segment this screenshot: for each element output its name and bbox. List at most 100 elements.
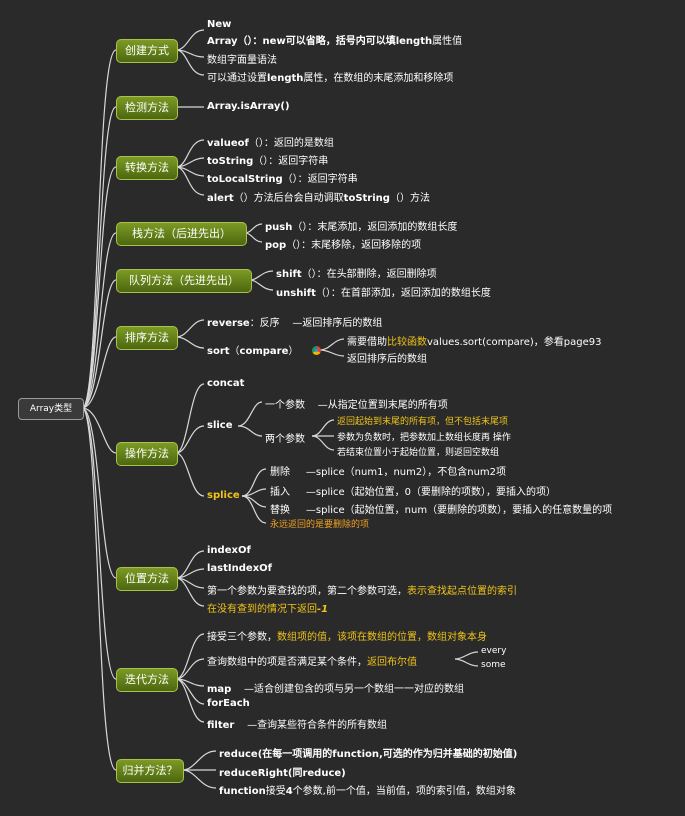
branch-sort[interactable]: 排序方法 (116, 326, 178, 350)
merge-rr-same: 同 (292, 768, 303, 779)
merge-reduce-name: reduce( (219, 749, 263, 760)
iterate-map-name: map (207, 684, 232, 695)
branch-create[interactable]: 创建方式 (116, 39, 178, 63)
convert-tostring-desc: （）：返回字符串 (253, 156, 329, 167)
iterate-map: map —适合创建包含的项与另一个数组一一对应的数组 (207, 680, 464, 695)
convert-alert-name: alert (207, 193, 234, 204)
position-indexof: indexOf (207, 545, 251, 556)
splice-insert-label: 插入 (270, 487, 290, 498)
merge-reduce-each: 在每一项调用的 (262, 749, 333, 760)
branch-merge[interactable]: 归并方法？ (116, 759, 184, 783)
convert-alert-suffix: （）方法 (389, 193, 430, 204)
stack-push-desc: （）：末尾添加，返回添加的数组长度 (292, 222, 458, 233)
convert-valueof-name: valueof (207, 138, 249, 149)
sort-sort-open: （ (229, 346, 240, 357)
convert-valueof: valueof（）：返回的是数组 (207, 134, 334, 149)
sort-reverse: reverse：反序 —返回排序后的数组 (207, 314, 382, 329)
merge-fn-accepts: 接受 (265, 786, 286, 797)
splice-replace-desc: —splice（起始位置，num（要删除的项数），要插入的任意数量的项 (305, 505, 613, 516)
sort-sort: sort（compare） (207, 342, 298, 357)
queue-shift: shift（）：在头部删除，返回删除项 (276, 265, 437, 280)
merge-rr-reduce: reduce) (302, 768, 346, 779)
merge-reduce-function: function, (332, 749, 383, 760)
position-lastindexof: lastIndexOf (207, 563, 272, 574)
branch-queue[interactable]: 队列方法（先进先出） (116, 269, 252, 293)
slice-one-label: 一个参数 (265, 400, 305, 411)
convert-valueof-desc: （）：返回的是数组 (248, 138, 334, 149)
position-not-found: 在没有查到的情况下返回-1 (207, 600, 328, 615)
iterate-filter-desc: —查询某些符合条件的所有数组 (247, 720, 388, 731)
create-new-line2: Array（）：new可以省略，括号内可以填length属性值 (207, 32, 462, 47)
queue-unshift-name: unshift (276, 288, 316, 299)
convert-alert: alert（）方法后台会自动调取toString（）方法 (207, 189, 430, 204)
slice-two-desc-3: 若结束位置小于起始位置，则返回空数组 (337, 448, 500, 458)
branch-operate[interactable]: 操作方法 (116, 442, 178, 466)
splice-insert-desc: —splice（起始位置，0（要删除的项数），要插入的项） (305, 487, 557, 498)
splice-delete: 删除 —splice（num1，num2），不包含num2项 (270, 463, 506, 478)
sort-compare-function: 比较函数 (387, 337, 427, 348)
stack-push-name: push (265, 222, 293, 233)
splice-replace: 替换 —splice（起始位置，num（要删除的项数），要插入的任意数量的项 (270, 501, 612, 516)
stack-pop: pop（）：末尾移除，返回移除的项 (265, 236, 421, 251)
merge-rr-name: reduceRight( (219, 768, 293, 779)
sort-sort-name: sort (207, 346, 230, 357)
merge-reduceright: reduceRight(同reduce) (219, 764, 346, 779)
slice-two-desc-1: 返回起始到末尾的所有项，但不包括末尾项 (337, 417, 509, 427)
branch-iterate[interactable]: 迭代方法 (116, 668, 178, 692)
branch-convert[interactable]: 转换方法 (116, 156, 178, 180)
branch-detect[interactable]: 检测方法 (116, 96, 178, 120)
root-node[interactable]: Array类型 (18, 398, 84, 420)
sort-need-prefix: 需要借助 (347, 337, 387, 348)
splice-delete-desc: —splice（num1，num2），不包含num2项 (305, 467, 507, 478)
iterate-query-text: 查询数组中的项是否满足某个条件， (207, 657, 367, 668)
create-new-suffix: 属性值 (432, 36, 463, 47)
merge-fn-name: function (219, 786, 266, 797)
detect-isarray: Array.isArray() (207, 101, 290, 112)
slice-one-desc: —从指定位置到末尾的所有项 (317, 400, 448, 411)
position-not-found-text: 在没有查到的情况下返回 (207, 604, 317, 615)
branch-position[interactable]: 位置方法 (116, 567, 178, 591)
operate-slice: slice (207, 420, 233, 431)
splice-always-return: 永远返回的是要删除的项 (270, 520, 370, 530)
slice-one-param: 一个参数 —从指定位置到末尾的所有项 (265, 396, 448, 411)
stack-push: push（）：末尾添加，返回添加的数组长度 (265, 218, 457, 233)
iterate-every: every (481, 646, 507, 656)
iterate-params: 接受三个参数，数组项的值，该项在数组的位置，数组对象本身 (207, 628, 487, 643)
create-length-word: length (267, 73, 304, 84)
stack-pop-name: pop (265, 240, 287, 251)
merge-reduce-close: ) (512, 749, 518, 760)
splice-delete-label: 删除 (270, 467, 290, 478)
iterate-filter-name: filter (207, 720, 235, 731)
stack-pop-desc: （）：末尾移除，返回移除的项 (286, 240, 422, 251)
position-params-text: 第一个参数为要查找的项，第二个参数可选， (207, 586, 407, 597)
convert-tolocal-desc: （）：返回字符串 (282, 174, 358, 185)
create-length-prefix: 可以通过设置 (207, 73, 267, 84)
queue-shift-desc: （）：在头部删除，返回删除项 (301, 269, 437, 280)
branch-stack[interactable]: 栈方法（后进先出） (116, 222, 247, 246)
browser-icon (312, 346, 321, 355)
operate-splice: splice (207, 490, 240, 501)
sort-reverse-return: —返回排序后的数组 (292, 318, 383, 329)
convert-tolocal-name: toLocalString (207, 174, 283, 185)
queue-shift-name: shift (276, 269, 302, 280)
create-new-text: Array（）：new可以省略，括号内可以填 (207, 36, 396, 47)
splice-insert: 插入 —splice（起始位置，0（要删除的项数），要插入的项） (270, 483, 556, 498)
position-start-index: 表示查找起点位置的索引 (407, 586, 517, 597)
queue-unshift-desc: （）：在首部添加，返回添加的数组长度 (315, 288, 491, 299)
merge-fn-count: 4 (285, 786, 293, 797)
convert-tostring-name: toString (207, 156, 254, 167)
create-length: 可以通过设置length属性，在数组的末尾添加和移除项 (207, 69, 453, 84)
merge-reduce: reduce(在每一项调用的function,可选的作为归并基础的初始值) (219, 745, 517, 760)
sort-return: 返回排序后的数组 (347, 354, 427, 365)
queue-unshift: unshift（）：在首部添加，返回添加的数组长度 (276, 284, 491, 299)
create-length-suffix: 属性，在数组的末尾添加和移除项 (303, 73, 454, 84)
merge-reduce-initial: 可选的作为归并基础的初始值 (382, 749, 513, 760)
slice-two-desc-2: 参数为负数时，把参数加上数组长度再 操作 (337, 433, 511, 443)
create-length-keyword: length (395, 36, 433, 47)
sort-sort-close: ） (288, 346, 299, 357)
merge-fn-params: 个参数,前一个值，当前值，项的索引值，数组对象 (292, 786, 516, 797)
operate-concat: concat (207, 378, 245, 389)
splice-replace-label: 替换 (270, 505, 290, 516)
position-minus-one: -1 (317, 604, 329, 615)
